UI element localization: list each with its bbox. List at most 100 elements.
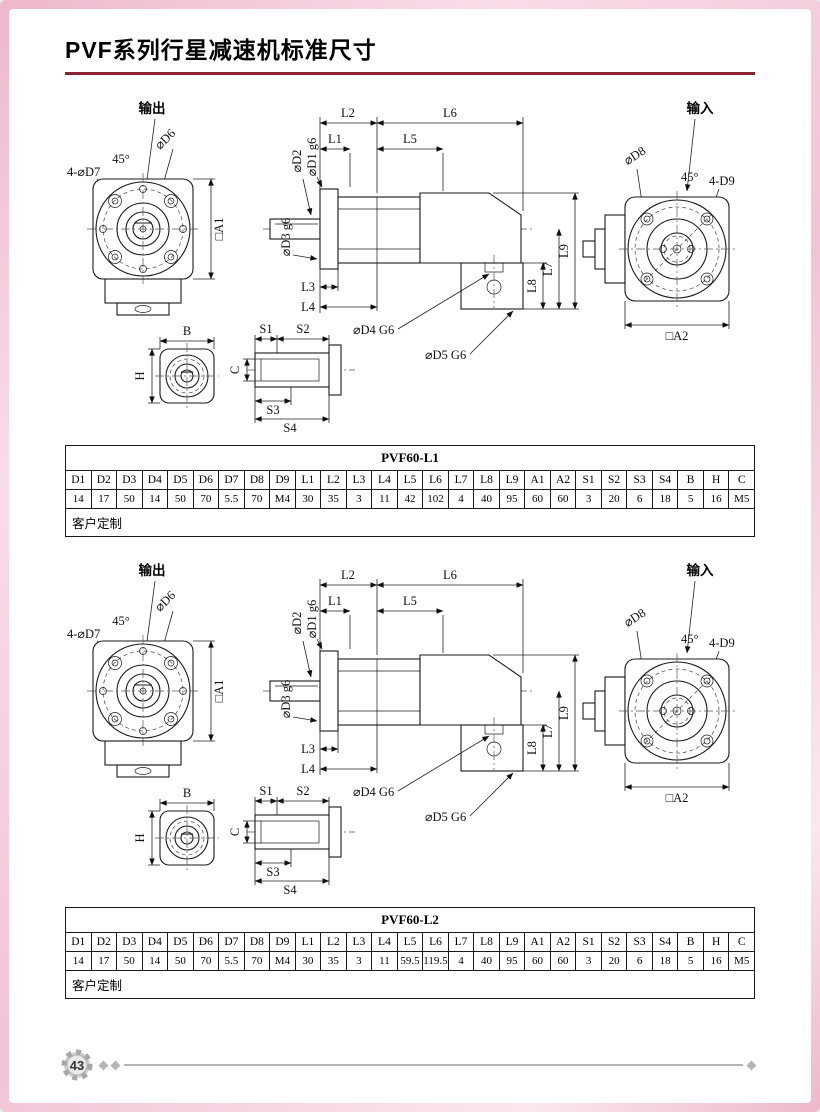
output-front-view: 输出 ⌀D6 45° 4-⌀D7 xyxy=(67,100,226,316)
dim-d5-label: ⌀D5 G6 xyxy=(425,348,466,362)
output-shaft xyxy=(269,680,321,702)
section-side-view: L2 L6 L1 L5 ⌀D2 ⌀D1 g6 ⌀D3 g6 L3 L4 xyxy=(263,568,579,824)
dim-d1-label: ⌀D1 g6 xyxy=(305,600,319,638)
dim-l7-label: L7 xyxy=(541,262,555,276)
shaft-end-view: B H xyxy=(133,786,219,871)
dim-l3-label: L3 xyxy=(301,280,315,294)
table-value-cell: 11 xyxy=(371,951,398,971)
table-value-cell: 20 xyxy=(600,951,628,971)
table-title: PVF60-L1 xyxy=(65,445,755,471)
title-rule xyxy=(65,72,755,75)
input-shaft xyxy=(582,240,596,258)
section-pvf60-l1: 输出 ⌀D6 45° 4-⌀D7 xyxy=(65,97,755,537)
catalog-page: PVF系列行星减速机标准尺寸 输出 ⌀D6 45° 4-⌀D7 xyxy=(9,9,811,1103)
reducer-dimension-drawing: 输出 ⌀D6 45° 4-⌀D7 xyxy=(67,562,735,897)
keyway-detail-view: S1 S2 C S3 S4 xyxy=(228,784,355,897)
table-value-cell: 40 xyxy=(473,489,500,509)
diamond-ornament xyxy=(746,1060,757,1070)
dim-d6-label: ⌀D6 xyxy=(152,588,178,614)
dim-s2-label: S2 xyxy=(296,322,309,336)
dim-l5-label: L5 xyxy=(403,594,417,608)
table-header-cell: L6 xyxy=(422,932,449,952)
table-value-cell: 14 xyxy=(141,951,169,971)
output-flange-plate xyxy=(319,650,339,732)
table-header-cell: S2 xyxy=(600,470,628,490)
dim-h-label: H xyxy=(133,833,147,842)
table-value-cell: 20 xyxy=(600,489,628,509)
table-value-cell: 35 xyxy=(320,951,347,971)
shaft-end-view: B H xyxy=(133,324,219,409)
table-header-cell: D7 xyxy=(218,932,245,952)
table-header-cell: L9 xyxy=(498,932,526,952)
table-header-cell: D4 xyxy=(141,470,169,490)
table-header-cell: A2 xyxy=(549,470,577,490)
table-header-cell: D5 xyxy=(167,470,194,490)
dim-l3-label: L3 xyxy=(301,742,315,756)
dim-l8-label: L8 xyxy=(525,279,539,293)
input-front-view: 输入 ⌀D8 45° 4-D9 xyxy=(582,100,735,343)
table-value-cell: 4 xyxy=(447,951,475,971)
dim-4d7-label: 4-⌀D7 xyxy=(67,627,100,641)
drawing-pvf60-l1: 输出 ⌀D6 45° 4-⌀D7 xyxy=(65,97,755,437)
adapter-body xyxy=(419,654,522,726)
table-header-cell: L1 xyxy=(294,932,322,952)
table-value-cell: 59.5 xyxy=(396,951,424,971)
dim-c-label: C xyxy=(228,366,242,374)
dim-a2-label: □A2 xyxy=(666,329,689,343)
table-value-cell: 18 xyxy=(651,489,679,509)
dim-l4-label: L4 xyxy=(301,762,316,776)
table-header-cell: A2 xyxy=(549,932,577,952)
table-footer-row: 客户定制 xyxy=(65,970,755,999)
dim-b-label: B xyxy=(183,324,191,338)
table-value-cell: 30 xyxy=(294,489,322,509)
dim-s4-label: S4 xyxy=(283,883,297,897)
table-header-cell: L9 xyxy=(498,470,526,490)
table-header-cell: H xyxy=(702,932,730,952)
input-flange-block xyxy=(460,724,524,772)
page-footer: 43 xyxy=(59,1047,757,1083)
table-header-cell: S3 xyxy=(626,932,653,952)
table-value-cell: 50 xyxy=(167,489,194,509)
page-title: PVF系列行星减速机标准尺寸 xyxy=(65,37,377,63)
input-shaft xyxy=(582,702,596,720)
bolt-circle xyxy=(102,650,184,732)
table-header-cell: L7 xyxy=(447,932,475,952)
adapter-body xyxy=(419,192,522,264)
dim-s2-label: S2 xyxy=(296,784,309,798)
dim-l7-label: L7 xyxy=(541,724,555,738)
gear-stage-body xyxy=(337,196,421,264)
table-header-cell: D6 xyxy=(192,932,220,952)
table-header-cell: L7 xyxy=(447,470,475,490)
table-header-cell: B xyxy=(677,932,704,952)
dim-d3-label: ⌀D3 g6 xyxy=(279,218,293,256)
dim-l1-label: L1 xyxy=(328,132,342,146)
table-value-cell: 4 xyxy=(447,489,475,509)
table-header-cell: D6 xyxy=(192,470,220,490)
input-corner-bolt-holes xyxy=(640,212,714,286)
end-plate xyxy=(328,344,342,396)
table-value-cell: 5 xyxy=(677,951,704,971)
table-value-cell: 70 xyxy=(243,951,271,971)
table-header-cell: B xyxy=(677,470,704,490)
table-footer-row: 客户定制 xyxy=(65,508,755,537)
table-value-cell: 42 xyxy=(396,489,424,509)
table-value-cell: 14 xyxy=(65,951,92,971)
output-label: 输出 xyxy=(139,562,166,578)
table-header-cell: S1 xyxy=(575,470,602,490)
table-header-cell: L6 xyxy=(422,470,449,490)
dim-4d9-label: 4-D9 xyxy=(709,636,735,650)
input-bolt-circle xyxy=(634,206,720,292)
table-header-cell: A1 xyxy=(524,470,551,490)
table-header-cell: C xyxy=(728,470,755,490)
corner-bolt-holes xyxy=(99,185,187,273)
dim-d8-label: ⌀D8 xyxy=(621,606,648,630)
table-header-cell: D2 xyxy=(90,932,118,952)
dim-l2-label: L2 xyxy=(341,568,355,582)
dim-l1-label: L1 xyxy=(328,594,342,608)
table-value-cell: 11 xyxy=(371,489,398,509)
table-header-cell: L1 xyxy=(294,470,322,490)
dim-d2-label: ⌀D2 xyxy=(290,612,304,635)
table-value-cell: 5 xyxy=(677,489,704,509)
